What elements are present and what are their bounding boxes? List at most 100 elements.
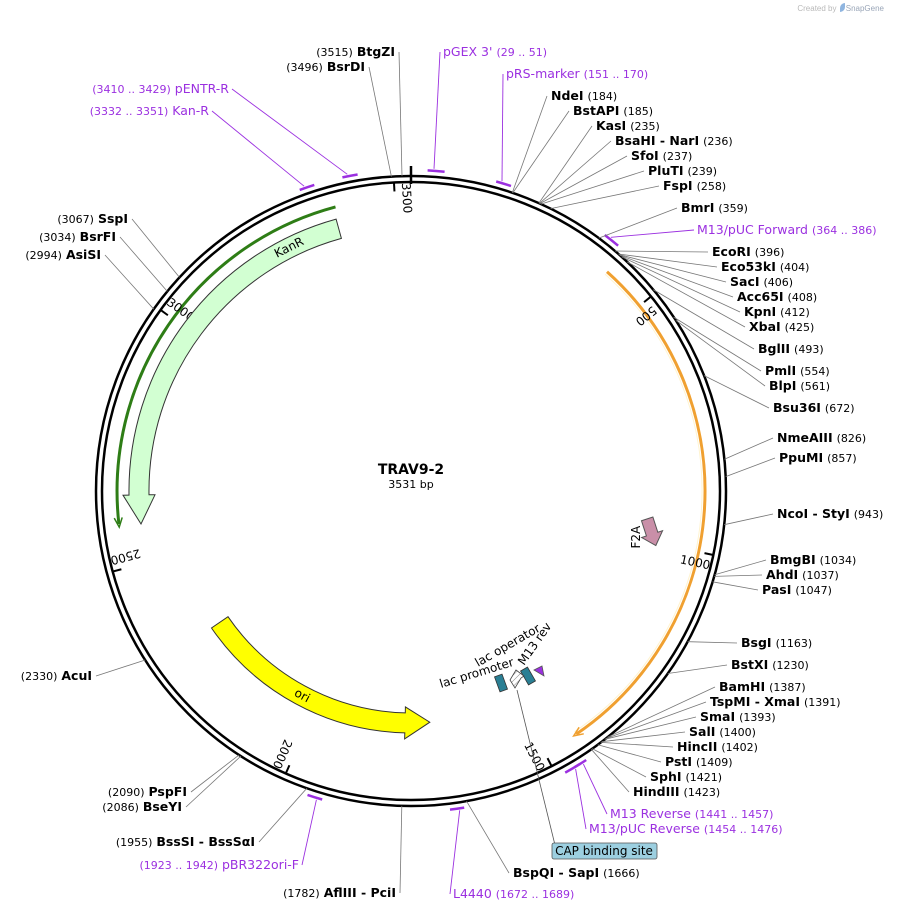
leader-psti-41 [597, 744, 662, 763]
leader-ndei-10 [511, 95, 548, 193]
site-label-kpni: KpnI (412) [744, 304, 810, 319]
leader-ahdi-32 [714, 574, 763, 577]
site-position: (1034) [820, 554, 857, 567]
cap-binding-site-box [551, 842, 658, 860]
leader-hincii-40 [600, 742, 674, 748]
site-label-bseyi: (2086) BseYI [102, 799, 182, 814]
cap-leader [516, 689, 556, 846]
leader-fspi-16 [550, 185, 660, 209]
plasmid-length: 3531 bp [388, 478, 433, 491]
site-label-pspfi: (2090) PspFI [108, 784, 187, 799]
site-name: FspI [663, 178, 693, 193]
site-name: SacI [730, 274, 760, 289]
primer-name: pRS-marker [506, 66, 581, 81]
site-position: (2994) [25, 249, 62, 262]
primer-leader-l4440 [449, 810, 461, 895]
primer-mark-pbr322ori-f [307, 793, 323, 801]
primer-name: M13/pUC Reverse [589, 821, 700, 836]
site-position: (359) [718, 202, 748, 215]
leader-bstapi-11 [512, 110, 570, 194]
site-name: AhdI [766, 567, 798, 582]
leader-asisi-4 [104, 254, 155, 310]
leader-sali-39 [601, 731, 686, 743]
leader-btgzi-0 [398, 51, 403, 177]
primer-name: M13 Reverse [610, 806, 691, 821]
site-label-ncoi-styi: NcoI - StyI (943) [777, 506, 883, 521]
site-label-nmeaiii: NmeAIII (826) [777, 430, 866, 445]
primer-leader-m13-reverse [582, 763, 608, 815]
tick-1000 [704, 552, 714, 556]
site-name: BstAPI [573, 103, 619, 118]
site-label-pluti: PluTI (239) [648, 163, 717, 178]
leader-pasi-33 [712, 581, 759, 591]
site-name: NcoI - StyI [777, 506, 850, 521]
site-position: (2330) [21, 670, 58, 683]
site-label-fspi: FspI (258) [663, 178, 726, 193]
primer-label-kan-r: (3332 .. 3351) Kan-R [90, 103, 210, 118]
site-name: BglII [758, 341, 790, 356]
site-name: Acc65I [737, 289, 784, 304]
site-name: HincII [677, 739, 717, 754]
site-name: PmlI [765, 363, 796, 378]
leader-ecori-18 [614, 250, 709, 253]
site-label-asisi: (2994) AsiSI [25, 247, 101, 262]
leader-eco53ki-19 [618, 253, 718, 268]
site-position: (1047) [795, 584, 832, 597]
site-name: PpuMI [779, 450, 823, 465]
site-label-pmli: PmlI (554) [765, 363, 830, 378]
insert-arc [575, 270, 707, 736]
primer-mark-m13-puc-forward [603, 234, 619, 247]
leader-bseyi-7 [185, 755, 242, 808]
primer-leader-prs-marker [501, 73, 504, 182]
site-label-bstapi: BstAPI (185) [573, 103, 653, 118]
f2a-arrow [640, 516, 664, 547]
site-position: (408) [788, 291, 818, 304]
leader-ncoi-styi-30 [724, 513, 774, 526]
primer-range: (29 .. 51) [496, 46, 547, 59]
site-name: PspFI [148, 784, 187, 799]
tick-label-2500: 2500 [109, 546, 142, 567]
site-name: TspMI - XmaI [710, 694, 800, 709]
leader-acc65i-21 [619, 255, 734, 298]
primer-label-l4440: L4440 (1672 .. 1689) [453, 886, 574, 901]
site-position: (554) [800, 365, 830, 378]
site-name: BsrFI [80, 229, 116, 244]
site-label-hincii: HincII (1402) [677, 739, 758, 754]
cap-binding-site-label: CAP binding site [555, 844, 653, 858]
site-name: PasI [762, 582, 791, 597]
site-label-bsrdi: (3496) BsrDI [286, 59, 365, 74]
site-label-sali: SalI (1400) [689, 724, 756, 739]
primer-mark-prs-marker [495, 180, 512, 188]
site-position: (239) [688, 165, 718, 178]
site-name: AcuI [61, 668, 92, 683]
leader-hindiii-43 [591, 749, 630, 793]
site-position: (1423) [684, 786, 721, 799]
insert-arc-inner [574, 273, 703, 733]
site-name: BstXI [731, 657, 768, 672]
site-position: (3034) [39, 231, 76, 244]
leader-tspmi-xmai-37 [605, 701, 707, 739]
site-label-smai: SmaI (1393) [700, 709, 776, 724]
primer-range: (3332 .. 3351) [90, 105, 169, 118]
leader-nmeaiii-28 [724, 437, 774, 460]
site-position: (235) [630, 120, 660, 133]
primer-mark-pentr-r [342, 173, 358, 179]
site-position: (3496) [286, 61, 323, 74]
site-name: BspQI - SapI [513, 865, 599, 880]
site-name: BseYI [143, 799, 182, 814]
primer-mark-m13-puc-reverse [564, 762, 581, 774]
site-position: (184) [588, 90, 618, 103]
primer-name: pENTR-R [175, 81, 230, 96]
primer-label-m13-reverse: M13 Reverse (1441 .. 1457) [610, 806, 773, 821]
plasmid-title: TRAV9-2 3531 bp [378, 462, 444, 491]
site-position: (236) [703, 135, 733, 148]
credit-brand: SnapGene [845, 4, 884, 13]
site-position: (1163) [776, 637, 813, 650]
primer-leader-m13-puc-forward [610, 229, 695, 238]
primer-range: (1923 .. 1942) [139, 859, 218, 872]
leader-bglii-24 [652, 289, 755, 350]
tick-500 [643, 295, 652, 303]
leader-sphi-42 [592, 748, 647, 778]
backbone-inner-circle [100, 180, 722, 802]
